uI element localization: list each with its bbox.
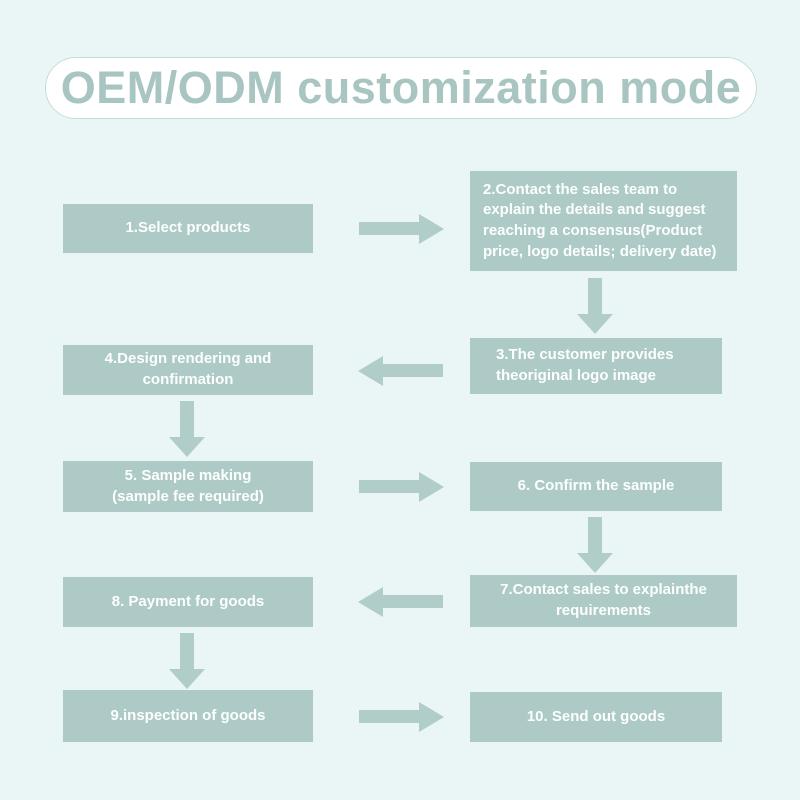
flow-node-5-sample-making: 5. Sample making (sample fee required) bbox=[63, 461, 313, 512]
flow-node-8-payment: 8. Payment for goods bbox=[63, 577, 313, 627]
arrow-down-icon-6-to-7 bbox=[588, 517, 602, 553]
flow-node-10-send-out-goods: 10. Send out goods bbox=[470, 692, 722, 742]
flow-node-1-select-products: 1.Select products bbox=[63, 204, 313, 253]
arrow-right-icon-5-to-6 bbox=[359, 480, 419, 493]
flow-node-6-confirm-sample: 6. Confirm the sample bbox=[470, 462, 722, 511]
arrow-down-icon-8-to-9 bbox=[180, 633, 194, 669]
arrow-left-icon-7-to-8 bbox=[383, 595, 443, 608]
page-title: OEM/ODM customization mode bbox=[60, 62, 742, 113]
arrow-right-icon-1-to-2 bbox=[359, 222, 419, 235]
title-pill: OEM/ODM customization mode bbox=[45, 57, 757, 119]
flow-node-3-customer-provides-logo: 3.The customer provides theoriginal logo… bbox=[470, 338, 722, 394]
flow-node-2-contact-sales-team: 2.Contact the sales team to explain the … bbox=[470, 171, 737, 271]
arrow-right-icon-9-to-10 bbox=[359, 710, 419, 723]
flow-node-7-explain-requirements: 7.Contact sales to explainthe requiremen… bbox=[470, 575, 737, 627]
flow-node-4-design-rendering: 4.Design rendering and confirmation bbox=[63, 345, 313, 395]
arrow-left-icon-3-to-4 bbox=[383, 364, 443, 377]
arrow-down-icon-2-to-3 bbox=[588, 278, 602, 314]
flow-node-9-inspection: 9.inspection of goods bbox=[63, 690, 313, 742]
arrow-down-icon-4-to-5 bbox=[180, 401, 194, 437]
